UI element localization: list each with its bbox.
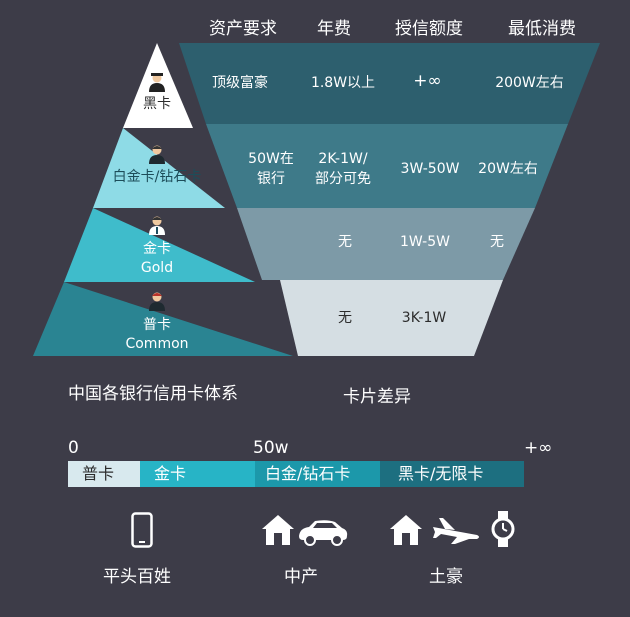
car-icon bbox=[299, 520, 348, 546]
row2-credit: 3W-50W bbox=[400, 161, 460, 177]
row4-credit: 3K-1W bbox=[401, 310, 447, 326]
scale-end: +∞ bbox=[524, 438, 553, 458]
row1-assets: 顶级富豪 bbox=[212, 75, 268, 91]
header-min-spend: 最低消费 bbox=[508, 19, 576, 39]
pyramid-tier-platinum bbox=[93, 128, 225, 208]
row3-min-spend: 无 bbox=[490, 234, 504, 250]
header-credit-limit: 授信额度 bbox=[395, 19, 463, 39]
group-label-middle-class: 中产 bbox=[284, 567, 318, 587]
funnel-row-3 bbox=[237, 208, 535, 280]
row1-fee: 1.8W以上 bbox=[310, 75, 376, 91]
house-icon bbox=[390, 515, 422, 545]
bar-segment-platinum: 白金/钻石卡 bbox=[255, 461, 380, 487]
pyramid-label-platinum: 白金卡/钻石卡 bbox=[112, 169, 202, 185]
funnel-row-1 bbox=[179, 43, 600, 124]
scale-start: 0 bbox=[68, 438, 79, 458]
row2-fee-line1: 2K-1W/ bbox=[318, 151, 368, 167]
pyramid-tier-common bbox=[33, 282, 293, 356]
group-label-wealthy: 土豪 bbox=[429, 567, 463, 587]
pyramid-label-black: 黑卡 bbox=[143, 96, 171, 112]
caption-card-system: 中国各银行信用卡体系 bbox=[68, 384, 238, 404]
row3-fee: 无 bbox=[338, 234, 352, 250]
pyramid-sub-gold: Gold bbox=[140, 260, 174, 276]
header-assets: 资产要求 bbox=[209, 19, 277, 39]
phone-icon bbox=[131, 512, 153, 548]
row1-credit: +∞ bbox=[413, 71, 442, 91]
funnel-row-2 bbox=[206, 124, 568, 208]
row2-fee-line2: 部分可免 bbox=[315, 171, 371, 187]
row4-fee: 无 bbox=[338, 310, 352, 326]
person-icon bbox=[149, 216, 165, 235]
row2-assets-line2: 银行 bbox=[257, 171, 285, 187]
pyramid-label-common: 普卡 bbox=[143, 317, 171, 333]
person-icon bbox=[149, 145, 165, 164]
header-annual-fee: 年费 bbox=[317, 19, 351, 39]
scale-mid: 50w bbox=[253, 438, 289, 458]
pyramid-sub-common: Common bbox=[125, 336, 189, 352]
pyramid-tier-gold bbox=[64, 208, 255, 282]
watch-icon bbox=[491, 511, 515, 547]
plane-icon bbox=[433, 518, 479, 544]
row1-min-spend: 200W左右 bbox=[495, 75, 564, 91]
bar-segment-common: 普卡 bbox=[68, 461, 140, 487]
pyramid-label-gold: 金卡 bbox=[143, 241, 171, 257]
row2-assets-line1: 50W在 bbox=[248, 151, 294, 167]
person-icon bbox=[149, 292, 165, 311]
row2-min-spend: 20W左右 bbox=[478, 161, 538, 177]
bar-segment-gold: 金卡 bbox=[140, 461, 255, 487]
bar-segment-black: 黑卡/无限卡 bbox=[380, 461, 524, 487]
row3-credit: 1W-5W bbox=[400, 234, 450, 250]
funnel-row-4 bbox=[280, 280, 503, 356]
caption-card-differences: 卡片差异 bbox=[343, 387, 411, 407]
person-icon bbox=[149, 73, 165, 92]
group-label-commoners: 平头百姓 bbox=[103, 567, 171, 587]
house-icon bbox=[262, 515, 294, 545]
